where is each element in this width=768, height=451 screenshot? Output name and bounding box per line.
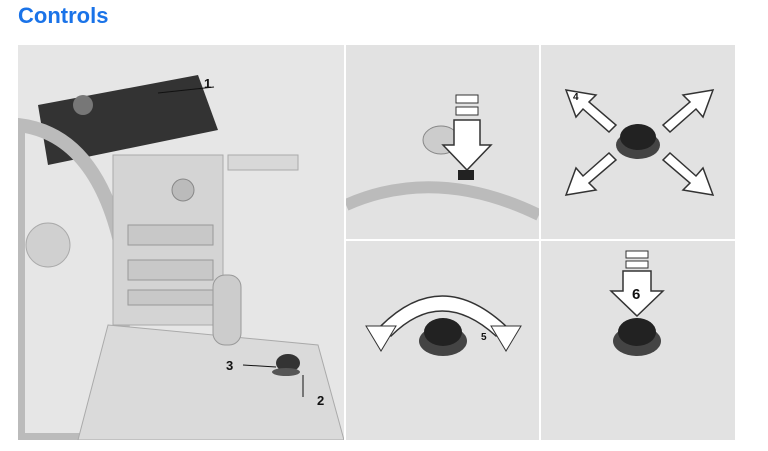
- callout-6: 6: [632, 286, 641, 303]
- controller-press-illustration: [346, 45, 539, 239]
- controller-press-menu-illustration: [541, 241, 735, 440]
- callout-5: 5: [481, 332, 487, 343]
- cockpit-illustration: [18, 45, 344, 440]
- callout-2: 2: [317, 393, 325, 408]
- page-title: Controls: [18, 3, 109, 28]
- controller-turn-illustration: [346, 241, 539, 440]
- callout-3: 3: [226, 358, 234, 373]
- controller-tilt-illustration: [541, 45, 735, 239]
- callout-1: 1: [204, 76, 212, 91]
- callout-4: 4: [573, 92, 579, 103]
